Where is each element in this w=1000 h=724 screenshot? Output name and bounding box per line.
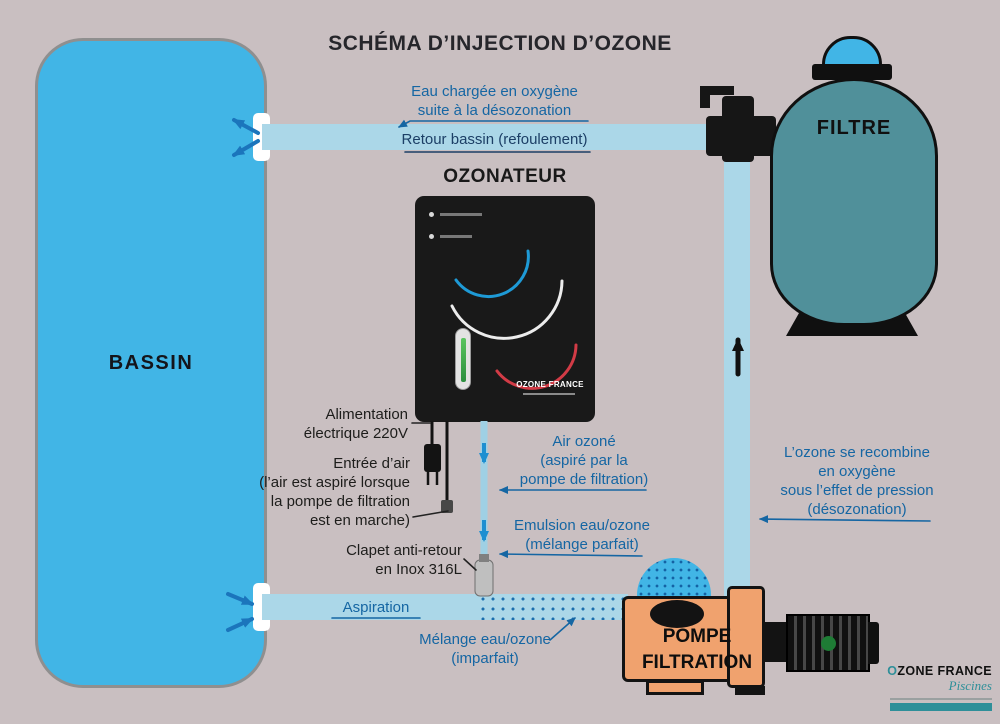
pump-label: POMPE FILTRATION (641, 626, 753, 673)
pump-motor (786, 614, 870, 672)
pump-emulsion-dome (637, 558, 711, 600)
ozonator-device: OZONE FRANCE (415, 196, 595, 422)
pipe-suction-emulsion-section (478, 594, 628, 620)
filter-valve-handle (700, 86, 734, 95)
filter-valve-fitting (722, 96, 754, 162)
pump-foot (646, 680, 704, 695)
pump-foot-right (735, 686, 765, 695)
ozonator-indicator-text (440, 235, 472, 238)
pipe-return (262, 124, 732, 150)
note-ozonized-air: Air ozoné (aspiré par la pompe de filtra… (519, 433, 649, 488)
filter-tank: FILTRE (770, 78, 938, 326)
leader-check-valve (463, 558, 477, 571)
note-desozonation: L’ozone se recombine en oxygène sous l’e… (780, 444, 934, 518)
filter-label: FILTRE (816, 117, 892, 139)
ozonator-label: OZONATEUR (443, 166, 567, 187)
pump-motor-shaft (765, 622, 787, 662)
ozonator-website-text (523, 393, 575, 395)
brand-bar (890, 703, 992, 711)
filter-collar (812, 64, 892, 80)
note-imperfect-mix: Mélange eau/ozone (imparfait) (419, 631, 551, 667)
flow-meter (455, 328, 471, 390)
pool-shape: BASSIN (35, 38, 267, 688)
brand-tagline-text (890, 698, 992, 700)
check-valve (474, 554, 494, 597)
ozonator-brand: OZONE FRANCE (516, 380, 584, 389)
note-air-inlet: Entrée d’air (l’air est aspiré lorsque l… (259, 455, 410, 529)
leader-air-inlet (412, 510, 449, 518)
note-check-valve: Clapet anti-retour en Inox 316L (346, 542, 462, 578)
pipe-riser (724, 150, 750, 602)
brand-name: OZONE FRANCE (874, 664, 992, 678)
power-cord-and-plug (424, 421, 441, 485)
brand-name-rest: ZONE FRANCE (897, 664, 992, 678)
pool-label: BASSIN (108, 351, 194, 374)
pipe-suction-label: Aspiration (342, 599, 410, 616)
filter-valve-handle (700, 86, 710, 108)
brand-o-icon: O (887, 664, 898, 678)
ozonator-indicator-led (429, 212, 434, 217)
pump-motor-end-cap (868, 622, 879, 664)
brand-logo: OZONE FRANCE Piscines (874, 664, 992, 711)
pump-outlet-tower (727, 586, 765, 688)
pump-inlet-opening (650, 600, 704, 628)
note-emulsion: Emulsion eau/ozone (mélange parfait) (514, 517, 650, 553)
ozonator-indicator-text (440, 213, 482, 216)
note-power-supply: Alimentation électrique 220V (303, 406, 408, 442)
air-inlet-tube (441, 421, 453, 513)
pump-motor-badge (821, 636, 836, 651)
flow-meter-float (461, 338, 466, 382)
brand-subtitle: Piscines (948, 678, 992, 693)
ozonator-indicator-led (429, 234, 434, 239)
ozonator-decorative-arcs (450, 249, 578, 390)
page-title: SCHÉMA D’INJECTION D’OZONE (328, 32, 672, 55)
pipe-return-label: Retour bassin (refoulement) (401, 131, 588, 148)
note-oxygen-water: Eau chargée en oxygène suite à la désozo… (411, 83, 578, 119)
